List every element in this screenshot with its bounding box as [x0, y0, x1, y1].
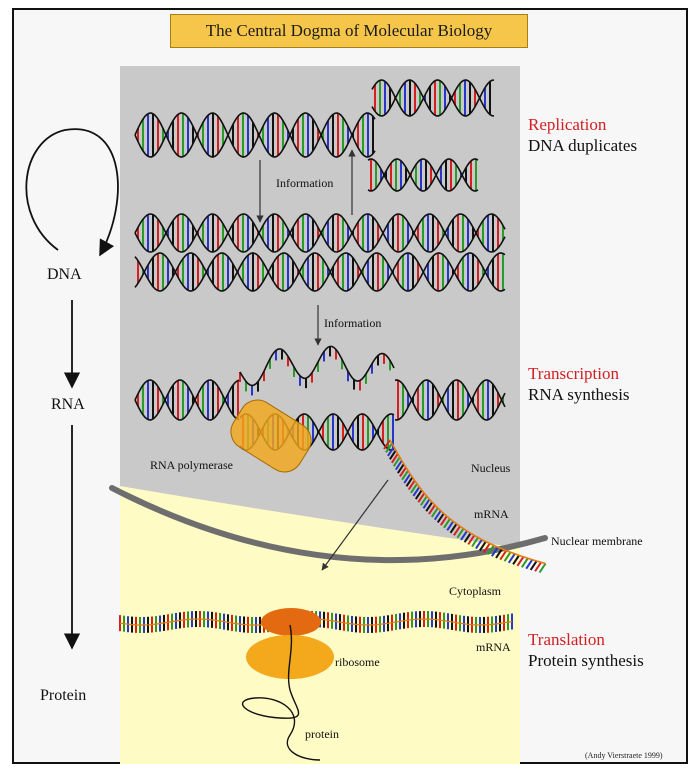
- dna-helix-transcription: [134, 379, 240, 421]
- information-label: Information: [276, 176, 334, 190]
- mrna-label: mRNA: [476, 640, 511, 654]
- nucleus-label: Nucleus: [471, 461, 511, 475]
- process-name-translation: Translation: [528, 630, 605, 649]
- process-name-replication: Replication: [528, 115, 607, 134]
- mrna-strand-nucleus: [383, 439, 547, 574]
- protein-chain: [242, 624, 321, 761]
- flow-dna-label: DNA: [47, 266, 82, 283]
- process-description-translation: Protein synthesis: [528, 651, 644, 670]
- ribosome-label: ribosome: [335, 655, 380, 669]
- diagram-title: The Central Dogma of Molecular Biology: [170, 14, 528, 48]
- mrna-strands: [119, 439, 547, 633]
- nuclear-membrane-label: Nuclear membrane: [551, 534, 643, 548]
- rna-polymerase-label: RNA polymerase: [150, 458, 233, 472]
- cycle-arrow-icon: [25, 128, 119, 257]
- flow-protein-label: Protein: [40, 687, 87, 704]
- dna-helix-daughter: [367, 158, 479, 192]
- protein-label: protein: [305, 727, 339, 741]
- credit-label: (Andy Vierstraete 1999): [585, 751, 663, 760]
- mrna-export-arrow: [321, 479, 389, 571]
- dna-helix-double: [134, 252, 506, 292]
- cytoplasm-label: Cytoplasm: [449, 584, 502, 598]
- flow-rna-label: RNA: [51, 396, 85, 413]
- mrna-label: mRNA: [474, 507, 509, 521]
- process-name-transcription: Transcription: [528, 364, 619, 383]
- dna-helix-transcription: [394, 379, 506, 421]
- information-label: Information: [324, 316, 382, 330]
- dna-helices: [134, 79, 506, 451]
- nuclear-membrane: [109, 485, 548, 564]
- dna-helix-original: [134, 112, 376, 158]
- ribosome-small-subunit: [261, 608, 321, 636]
- mrna-strand-cytoplasm: [119, 611, 513, 633]
- dna-helix-double: [134, 213, 506, 253]
- process-description-transcription: RNA synthesis: [528, 385, 630, 404]
- rna-polymerase-shape: [230, 399, 312, 473]
- dna-helix-daughter: [371, 79, 495, 117]
- dna-open-strand: [239, 345, 395, 396]
- process-description-replication: DNA duplicates: [528, 136, 638, 155]
